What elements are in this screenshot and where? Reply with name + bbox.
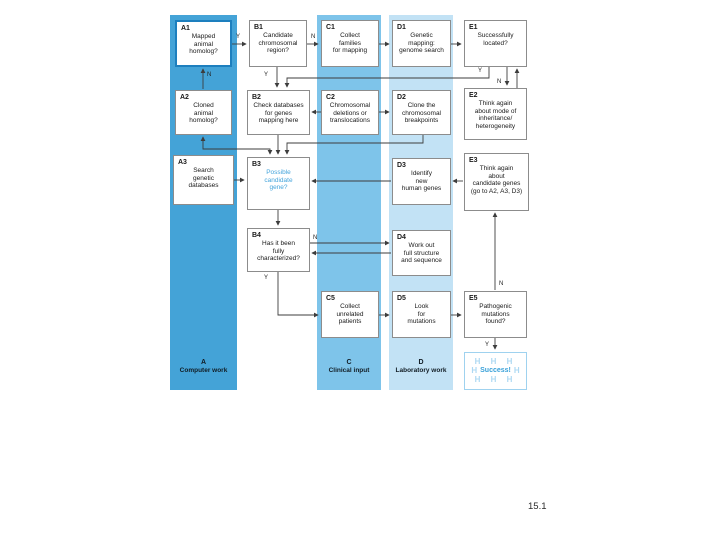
flow-box-b1: B1 Candidate chromosomal region? xyxy=(249,20,307,67)
column-name: Laboratory work xyxy=(395,367,447,374)
flow-box-e1: E1 Successfully located? xyxy=(464,20,527,67)
success-decor-bottom: H H H xyxy=(474,375,517,384)
flow-box-d1: D1 Genetic mapping: genome search xyxy=(392,20,451,67)
box-text: Genetic mapping: genome search xyxy=(399,32,444,55)
box-text: Possible candidate gene? xyxy=(264,169,293,192)
edge-label-a1-b1: Y xyxy=(236,34,241,40)
flow-box-b2: B2 Check databases for genes mapping her… xyxy=(247,90,310,135)
edge-label-b4-c5: Y xyxy=(264,275,269,281)
success-title: Success! xyxy=(480,367,511,374)
box-id: B1 xyxy=(254,24,263,31)
edge-label-e1-e2: N xyxy=(497,79,502,85)
edge-label-b4-d4: N xyxy=(313,235,318,241)
flow-box-b4: B4 Has it been fully characterized? xyxy=(247,228,310,272)
box-id: D4 xyxy=(397,234,406,241)
box-text: Collect families for mapping xyxy=(332,32,368,55)
box-id: C2 xyxy=(326,94,335,101)
box-text: Think again about mode of inheritance/ h… xyxy=(474,100,517,130)
box-text: Candidate chromosomal region? xyxy=(258,32,298,55)
box-text: Work out full structure and sequence xyxy=(401,242,442,265)
flow-box-d2: D2 Clone the chromosomal breakpoints xyxy=(392,90,451,135)
box-id: E2 xyxy=(469,92,478,99)
edge-label-e5-e3: N xyxy=(499,281,504,287)
column-id: C xyxy=(346,359,352,366)
edge-label-b1-b2: Y xyxy=(264,72,269,78)
figure-number: 15.1 xyxy=(528,501,547,512)
box-text: Clone the chromosomal breakpoints xyxy=(401,102,441,125)
column-label-computer-work: A Computer work xyxy=(170,359,237,375)
box-text: Mapped animal homolog? xyxy=(189,33,218,56)
flow-box-c1: C1 Collect families for mapping xyxy=(321,20,379,67)
flow-box-a2: A2 Cloned animal homolog? xyxy=(175,90,232,135)
column-name: Computer work xyxy=(179,367,228,374)
box-id: D1 xyxy=(397,24,406,31)
flow-box-e3: E3 Think again about candidate genes (go… xyxy=(464,153,529,211)
success-box: H H H H Success! H H H H xyxy=(464,352,527,390)
box-id: C5 xyxy=(326,295,335,302)
box-text: Pathogenic mutations found? xyxy=(479,303,512,326)
box-text: Think again about candidate genes (go to… xyxy=(470,165,523,195)
box-id: E1 xyxy=(469,24,478,31)
success-decor-left: H xyxy=(471,366,478,375)
box-text: Successfully located? xyxy=(477,32,514,47)
column-label-laboratory-work: D Laboratory work xyxy=(389,359,453,375)
flow-box-b3: B3 Possible candidate gene? xyxy=(247,157,310,210)
edge-label-a2-a1: N xyxy=(207,72,212,78)
edge-label-e1-b2: Y xyxy=(478,68,483,74)
column-name: Clinical input xyxy=(328,367,370,374)
success-decor-top: H H H xyxy=(474,357,517,366)
box-id: D5 xyxy=(397,295,406,302)
flow-box-e2: E2 Think again about mode of inheritance… xyxy=(464,88,527,140)
edge-label-e5-success: Y xyxy=(485,342,490,348)
box-id: B3 xyxy=(252,161,261,168)
box-id: A2 xyxy=(180,94,189,101)
flow-box-e5: E5 Pathogenic mutations found? xyxy=(464,291,527,338)
box-id: D3 xyxy=(397,162,406,169)
box-id: C1 xyxy=(326,24,335,31)
box-id: B2 xyxy=(252,94,261,101)
box-text: Collect unrelated patients xyxy=(336,303,364,326)
box-id: D2 xyxy=(397,94,406,101)
box-id: E3 xyxy=(469,157,478,164)
box-text: Has it been fully characterized? xyxy=(257,240,300,263)
column-id: D xyxy=(418,359,424,366)
box-text: Cloned animal homolog? xyxy=(189,102,218,125)
flow-box-d5: D5 Look for mutations xyxy=(392,291,451,338)
box-text: Identify new human genes xyxy=(401,170,442,193)
flow-box-a3: A3 Search genetic databases xyxy=(173,155,234,205)
box-text: Search genetic databases xyxy=(188,167,219,190)
column-label-clinical-input: C Clinical input xyxy=(317,359,381,375)
box-text: Check databases for genes mapping here xyxy=(253,102,304,125)
column-id: A xyxy=(200,359,207,366)
box-id: A3 xyxy=(178,159,187,166)
flow-box-d4: D4 Work out full structure and sequence xyxy=(392,230,451,276)
box-id: A1 xyxy=(181,25,190,32)
box-id: B4 xyxy=(252,232,261,239)
flow-box-c5: C5 Collect unrelated patients xyxy=(321,291,379,338)
box-text: Chromosomal deletions or translocations xyxy=(329,102,371,125)
success-decor-right: H xyxy=(513,366,520,375)
flow-box-d3: D3 Identify new human genes xyxy=(392,158,451,205)
flow-box-c2: C2 Chromosomal deletions or translocatio… xyxy=(321,90,379,135)
edge-label-b1-c1: N xyxy=(311,34,316,40)
box-text: Look for mutations xyxy=(407,303,436,326)
flow-box-a1: A1 Mapped animal homolog? xyxy=(175,20,232,67)
box-id: E5 xyxy=(469,295,478,302)
